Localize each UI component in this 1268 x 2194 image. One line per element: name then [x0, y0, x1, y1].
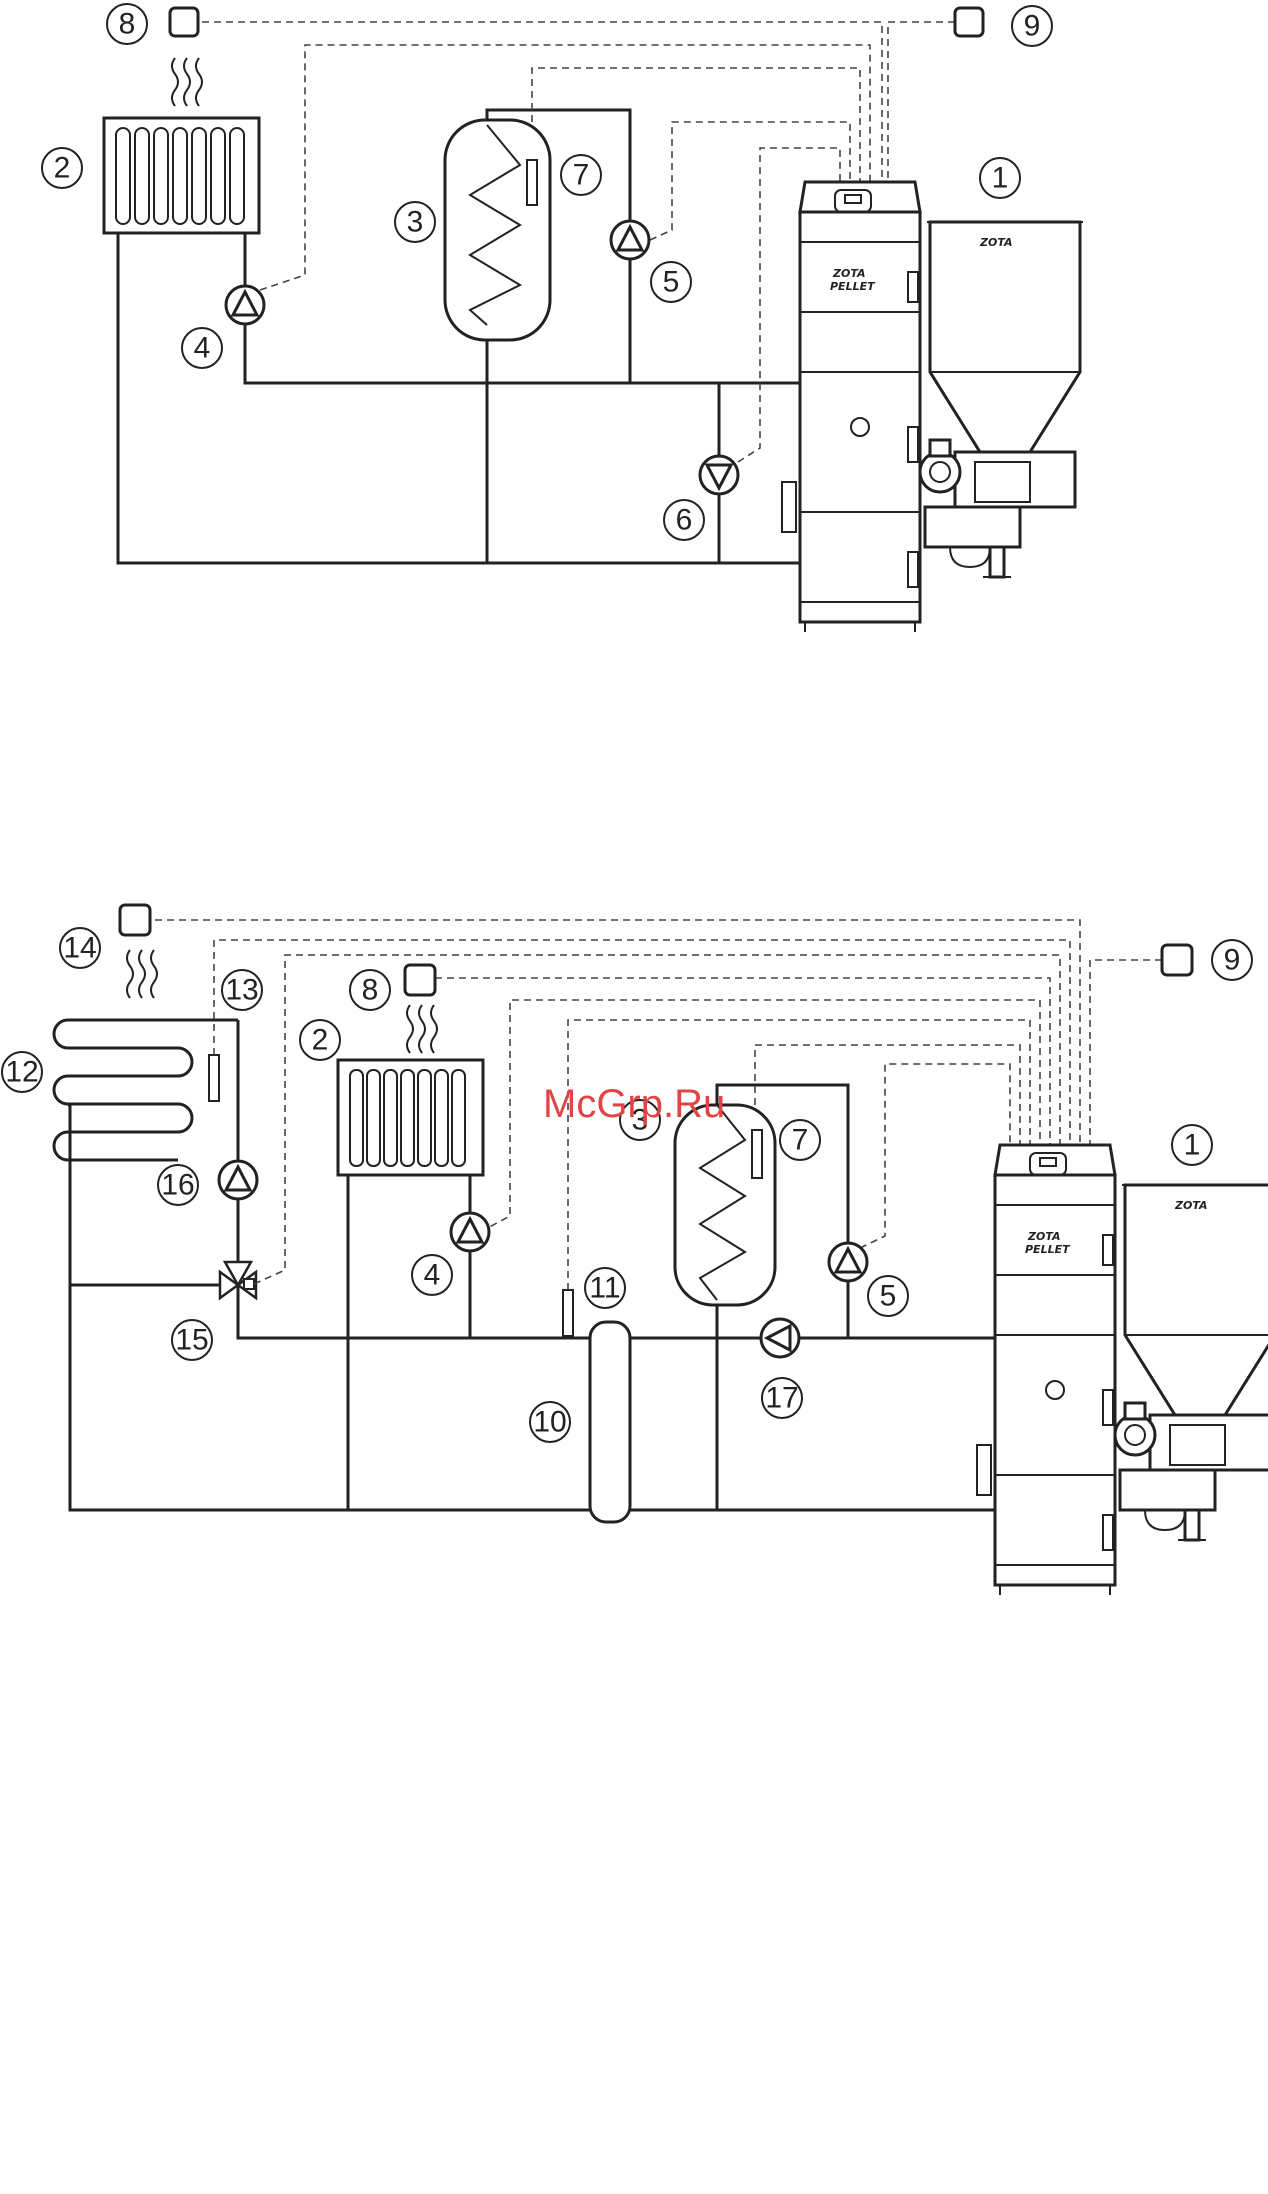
pellet-boiler-bottom	[977, 1145, 1268, 1595]
svg-text:15: 15	[175, 1324, 208, 1357]
callout-4-bottom: 4	[412, 1255, 452, 1295]
room-thermostat-8-top	[170, 8, 198, 36]
outdoor-sensor-9-bottom	[1162, 945, 1192, 975]
callout-1-bottom: 1	[1172, 1125, 1212, 1165]
pump-4-top	[226, 286, 264, 324]
callout-4-top: 4	[182, 328, 222, 368]
boiler-logo-top-line2: PELLET	[830, 280, 876, 293]
svg-text:1: 1	[1184, 1129, 1201, 1162]
svg-text:11: 11	[589, 1272, 620, 1305]
svg-text:7: 7	[573, 159, 590, 192]
scheme-top: ZOTA PELLET ZOTA 1 2 3 4 5 6 7 8 9	[42, 4, 1083, 632]
callout-11: 11	[585, 1268, 625, 1308]
callout-1-top: 1	[980, 158, 1020, 198]
boiler-logo-bottom-line2: PELLET	[1025, 1243, 1071, 1256]
callout-3-top: 3	[395, 202, 435, 242]
pump-5-top	[611, 221, 649, 259]
callout-2-bottom: 2	[300, 1020, 340, 1060]
scheme-bottom: ZOTA PELLET ZOTA 1 2 3 4 5 7 8 9 10 11 1…	[2, 905, 1268, 1595]
callout-12: 12	[2, 1052, 42, 1092]
pellet-boiler-top	[782, 182, 1083, 632]
outdoor-sensor-9-top	[955, 8, 983, 36]
boiler-logo-bottom-line1: ZOTA	[1027, 1230, 1061, 1243]
callout-15: 15	[172, 1320, 212, 1360]
svg-text:17: 17	[765, 1382, 798, 1415]
svg-text:10: 10	[533, 1406, 566, 1439]
callout-6-top: 6	[664, 500, 704, 540]
svg-text:14: 14	[63, 932, 96, 965]
svg-text:5: 5	[880, 1280, 897, 1313]
callout-7-bottom: 7	[780, 1120, 820, 1160]
callout-9-top: 9	[1012, 6, 1052, 46]
separator-sensor-11	[563, 1290, 573, 1336]
svg-text:12: 12	[5, 1056, 38, 1089]
svg-text:6: 6	[676, 504, 693, 537]
svg-text:13: 13	[225, 974, 258, 1007]
callout-7-top: 7	[561, 155, 601, 195]
svg-text:8: 8	[119, 8, 136, 41]
pump-4-bottom	[451, 1213, 489, 1251]
callout-16: 16	[158, 1165, 198, 1205]
pump-5-bottom	[829, 1243, 867, 1281]
hopper-logo-bottom: ZOTA	[1174, 1199, 1208, 1212]
floor-temp-sensor-13	[209, 1055, 219, 1101]
floor-heat-waves	[127, 950, 157, 998]
pump-6-top	[700, 456, 738, 494]
callout-17: 17	[762, 1378, 802, 1418]
svg-text:2: 2	[54, 152, 71, 185]
floor-heating-loop	[54, 1020, 238, 1160]
hopper-logo-top: ZOTA	[979, 236, 1013, 249]
room-thermostat-14	[120, 905, 150, 935]
watermark-text: McGrp.Ru	[543, 1082, 725, 1126]
svg-text:4: 4	[424, 1259, 441, 1292]
radiator-bottom	[338, 1005, 483, 1175]
svg-text:7: 7	[792, 1124, 809, 1157]
svg-text:5: 5	[663, 266, 680, 299]
radiator-top	[104, 58, 259, 233]
callout-10: 10	[530, 1402, 570, 1442]
svg-text:4: 4	[194, 332, 211, 365]
boiler-logo-top-line1: ZOTA	[832, 267, 866, 280]
callout-5-bottom: 5	[868, 1276, 908, 1316]
pump-16	[219, 1161, 257, 1199]
hydraulic-separator	[580, 1322, 640, 1522]
callout-8-top: 8	[107, 4, 147, 44]
svg-text:8: 8	[362, 974, 379, 1007]
svg-text:2: 2	[312, 1024, 329, 1057]
pump-17	[761, 1319, 799, 1357]
svg-text:9: 9	[1024, 10, 1041, 43]
callout-13: 13	[222, 970, 262, 1010]
callout-8-bottom: 8	[350, 970, 390, 1010]
callout-5-top: 5	[651, 262, 691, 302]
hot-water-tank-top	[445, 120, 550, 340]
svg-text:3: 3	[407, 206, 424, 239]
callout-2-top: 2	[42, 148, 82, 188]
hot-water-tank-bottom	[675, 1105, 775, 1305]
callout-9-bottom: 9	[1212, 940, 1252, 980]
svg-text:9: 9	[1224, 944, 1241, 977]
room-thermostat-8-bottom	[405, 965, 435, 995]
svg-text:16: 16	[161, 1169, 194, 1202]
svg-text:1: 1	[992, 162, 1009, 195]
callout-14: 14	[60, 928, 100, 968]
